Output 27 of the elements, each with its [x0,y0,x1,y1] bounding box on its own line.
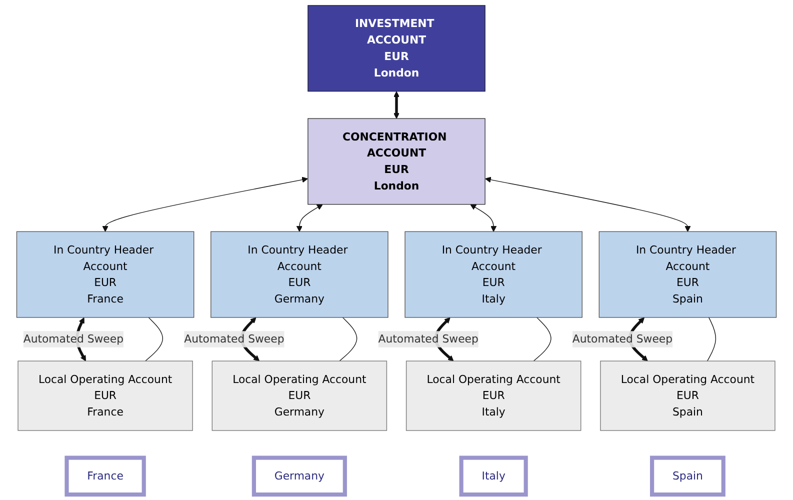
node-box: Local Operating Account EUR Spain [600,360,776,431]
node-box: Local Operating Account EUR Germany [212,360,388,431]
connector [533,317,552,362]
node-box: Spain [650,456,726,497]
connector [145,317,163,362]
node-box: INVESTMENT ACCOUNT EUR London [308,5,486,92]
arrow [485,176,691,232]
node-box: Local Operating Account EUR France [18,360,193,431]
edge-label: Automated Sweep [23,332,124,346]
node-box: Local Operating Account EUR Italy [406,360,582,431]
edge-label: Automated Sweep [572,332,673,346]
arrow [102,176,308,232]
node-box: In Country Header Account EUR France [16,231,194,318]
node-box: France [64,456,146,497]
arrow [296,204,323,232]
edge-label: Automated Sweep [378,332,478,346]
node-box: In Country Header Account EUR Spain [598,231,777,318]
node-box: In Country Header Account EUR Germany [210,231,388,318]
connector [706,317,716,362]
node-box: Italy [459,456,528,497]
node-box: In Country Header Account EUR Italy [404,231,582,318]
connector [339,317,358,362]
node-box: CONCENTRATION ACCOUNT EUR London [308,118,486,205]
arrow [394,91,400,119]
node-box: Germany [252,456,347,497]
edge-label: Automated Sweep [184,332,284,346]
arrow [470,204,497,232]
